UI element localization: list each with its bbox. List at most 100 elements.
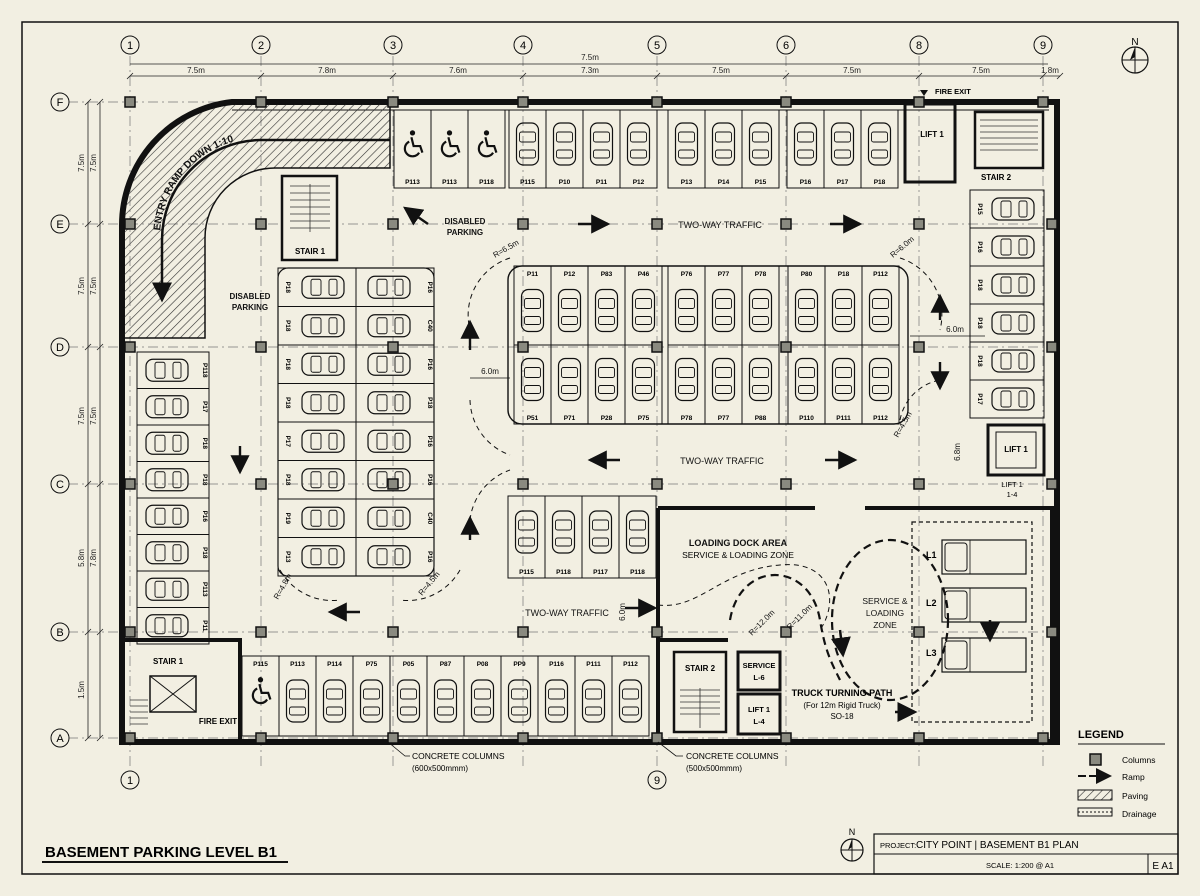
legend-drainage: Drainage xyxy=(1122,809,1157,819)
stall-label: P115 xyxy=(519,569,534,576)
dim-top: 1.8m xyxy=(1041,66,1059,75)
concrete-column xyxy=(387,478,399,490)
stall-label: P113 xyxy=(442,179,457,186)
lift-right xyxy=(986,423,1046,477)
car-icon xyxy=(793,122,818,166)
grid-bubble-row: A xyxy=(50,728,70,748)
car-icon xyxy=(145,395,189,419)
concrete-column xyxy=(124,626,136,638)
stall-label: P15 xyxy=(755,179,767,186)
car-icon xyxy=(631,357,656,402)
legend-paving: Paving xyxy=(1122,791,1148,801)
stall-label: P12 xyxy=(633,179,645,186)
parking-stall xyxy=(704,344,743,425)
car-icon xyxy=(674,288,699,333)
stall-label: P46 xyxy=(638,271,650,278)
stall-label: P78 xyxy=(681,415,693,422)
stall-label: P16 xyxy=(426,435,433,447)
parking-stall xyxy=(278,655,317,737)
stall-label: P77 xyxy=(718,415,730,422)
grid-bubble-row: E xyxy=(50,214,70,234)
stall-label: P17 xyxy=(284,435,291,447)
parking-stall xyxy=(618,495,657,579)
grid-row-label: E xyxy=(56,219,63,231)
car-icon xyxy=(581,679,606,723)
north-label-bottom: N xyxy=(849,827,856,837)
car-icon xyxy=(618,679,643,723)
stall-label: P18 xyxy=(874,179,886,186)
stall-label: P118 xyxy=(630,569,645,576)
parking-stall xyxy=(574,655,613,737)
sheet-number: E A1 xyxy=(1152,861,1174,872)
parking-stall xyxy=(824,344,863,425)
stall-label: P17 xyxy=(201,401,208,413)
concrete-column xyxy=(517,96,529,108)
grid-row-label: D xyxy=(56,342,64,354)
stall-label: P115 xyxy=(253,661,268,668)
car-icon xyxy=(367,506,411,530)
interior-walls xyxy=(122,506,1055,742)
project-label: PROJECT: xyxy=(880,841,916,850)
car-icon xyxy=(367,429,411,453)
concrete-column xyxy=(387,626,399,638)
parking-stall xyxy=(823,109,862,189)
stall-label: P18 xyxy=(284,397,291,409)
stall-label: P113 xyxy=(405,179,420,186)
grid-bubble-row: F xyxy=(50,92,70,112)
car-icon xyxy=(991,235,1035,259)
concrete-column xyxy=(780,96,792,108)
legend-ramp: Ramp xyxy=(1122,772,1145,782)
concrete-column xyxy=(124,341,136,353)
car-icon xyxy=(868,288,893,333)
outer-wall xyxy=(118,99,1060,745)
disabled-top-a: DISABLED xyxy=(445,217,486,226)
stall-label: P77 xyxy=(718,271,730,278)
parking-stall xyxy=(619,109,658,189)
car-icon xyxy=(748,288,773,333)
stall-label: P17 xyxy=(837,179,849,186)
stall-label: P78 xyxy=(755,271,767,278)
car-icon xyxy=(674,357,699,402)
north-arrow-bottom: N xyxy=(840,827,864,862)
dim-left-inner: 7.5m xyxy=(89,154,98,172)
legend: LEGEND Columns Ramp Paving Drainage xyxy=(1077,729,1165,819)
truck-path-c: SO-18 xyxy=(830,712,854,721)
grid-bubble-col: 8 xyxy=(909,35,929,55)
disabled-icon xyxy=(251,675,272,705)
stall-label: P76 xyxy=(681,271,693,278)
dim-top: 7.5m xyxy=(712,66,730,75)
stall-label: P11 xyxy=(201,620,208,632)
stall-label: P13 xyxy=(284,551,291,563)
lift-bottom-label: LIFT 1 xyxy=(748,705,770,714)
concrete-column xyxy=(780,732,792,744)
grid-bubble-col: 9 xyxy=(1033,35,1053,55)
grid-col-label: 8 xyxy=(916,40,922,52)
stall-label: P10 xyxy=(559,179,571,186)
bay-l3: L3 xyxy=(926,648,937,658)
parking-row: P76 P77 P78 xyxy=(667,265,780,346)
traffic-arrows xyxy=(230,206,950,622)
car-icon xyxy=(544,679,569,723)
car-icon xyxy=(991,387,1035,411)
dim-left-outer: 7.5m xyxy=(77,154,86,172)
sheet-title: BASEMENT PARKING LEVEL B1 xyxy=(45,844,277,861)
concrete-column xyxy=(913,478,925,490)
stall-label: P118 xyxy=(201,363,208,378)
dim-6m-left: 6.0m xyxy=(481,367,499,376)
car-icon xyxy=(396,679,421,723)
parking-stall xyxy=(315,655,354,737)
columns-note2-b: (500x500mmm) xyxy=(686,764,742,773)
concrete-column xyxy=(1046,626,1058,638)
parking-stall xyxy=(463,655,502,737)
stair-1-bottom-label: STAIR 1 xyxy=(153,657,184,666)
parking-stall xyxy=(550,344,589,425)
car-icon xyxy=(589,122,614,166)
columns-note2-a: CONCRETE COLUMNS xyxy=(686,751,779,761)
stall-label: P118 xyxy=(556,569,571,576)
dim-top: 7.5m xyxy=(972,66,990,75)
concrete-column xyxy=(780,341,792,353)
car-icon xyxy=(794,357,819,402)
